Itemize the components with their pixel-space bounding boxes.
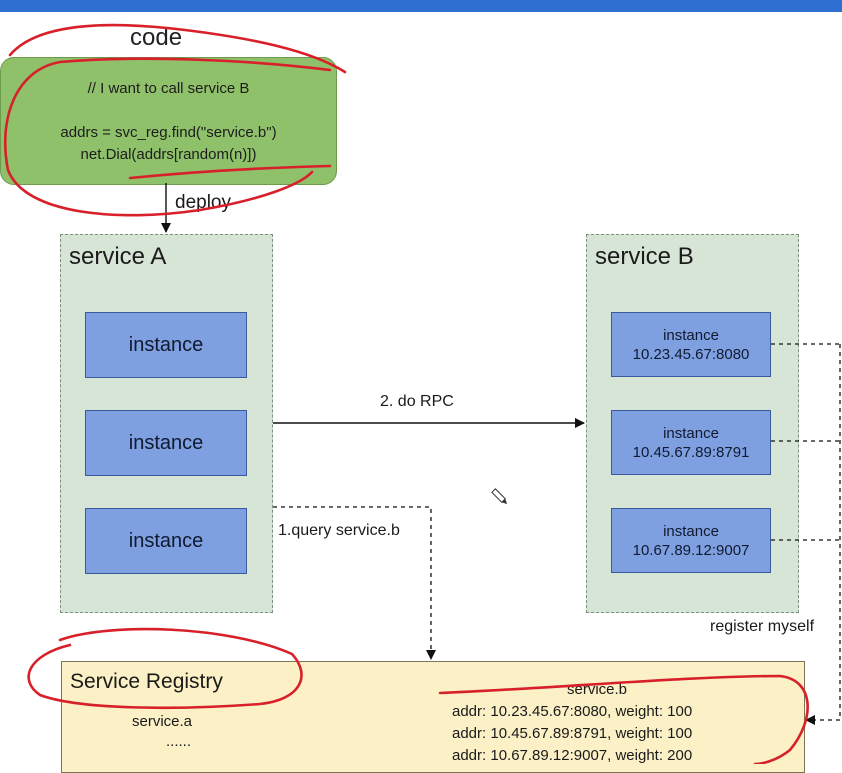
service-a-instance-3: instance xyxy=(85,508,247,574)
registry-entry: addr: 10.67.89.12:9007, weight: 200 xyxy=(452,747,693,764)
pencil-cursor-icon xyxy=(491,488,508,505)
instance-label: instance xyxy=(663,326,719,344)
instance-label: instance xyxy=(663,522,719,540)
instance-addr: 10.67.89.12:9007 xyxy=(632,541,750,559)
service-a-instance-2: instance xyxy=(85,410,247,476)
code-circle-annotation xyxy=(4,23,347,217)
registry-service-a: service.a xyxy=(132,713,193,730)
registry-circle-annotation xyxy=(27,627,303,710)
registry-title: Service Registry xyxy=(70,670,223,693)
query-label: 1.query service.b xyxy=(278,522,400,540)
register-label: register myself xyxy=(710,618,815,635)
service-b-title: service B xyxy=(595,243,694,270)
service-a-instance-1: instance xyxy=(85,312,247,378)
code-comment: // I want to call service B xyxy=(87,80,250,97)
registry-entries-annotation xyxy=(438,674,809,764)
service-b-instance-2: instance 10.45.67.89:8791 xyxy=(611,410,771,475)
instance-addr: 10.23.45.67:8080 xyxy=(632,345,750,363)
code-line-dial: net.Dial(addrs[random(n)]) xyxy=(80,146,257,163)
registry-more: ...... xyxy=(166,733,192,750)
top-bar xyxy=(0,0,842,12)
instance-addr: 10.45.67.89:8791 xyxy=(632,443,750,461)
instance-label: instance xyxy=(663,424,719,442)
service-a-title: service A xyxy=(69,243,167,270)
code-box: // I want to call service B addrs = svc_… xyxy=(0,57,337,185)
registry-entry: addr: 10.45.67.89:8791, weight: 100 xyxy=(452,725,693,742)
service-b-instance-1: instance 10.23.45.67:8080 xyxy=(611,312,771,377)
registry-entry: addr: 10.23.45.67:8080, weight: 100 xyxy=(452,703,693,720)
code-underline-annotation xyxy=(128,164,332,180)
service-b-instance-3: instance 10.67.89.12:9007 xyxy=(611,508,771,573)
query-arrow xyxy=(273,506,436,660)
red-annotations xyxy=(4,23,809,764)
do-rpc-label: 2. do RPC xyxy=(380,393,454,410)
service-registry: Service Registry service.a ...... servic… xyxy=(61,661,805,773)
code-line-find: addrs = svc_reg.find("service.b") xyxy=(60,124,277,141)
